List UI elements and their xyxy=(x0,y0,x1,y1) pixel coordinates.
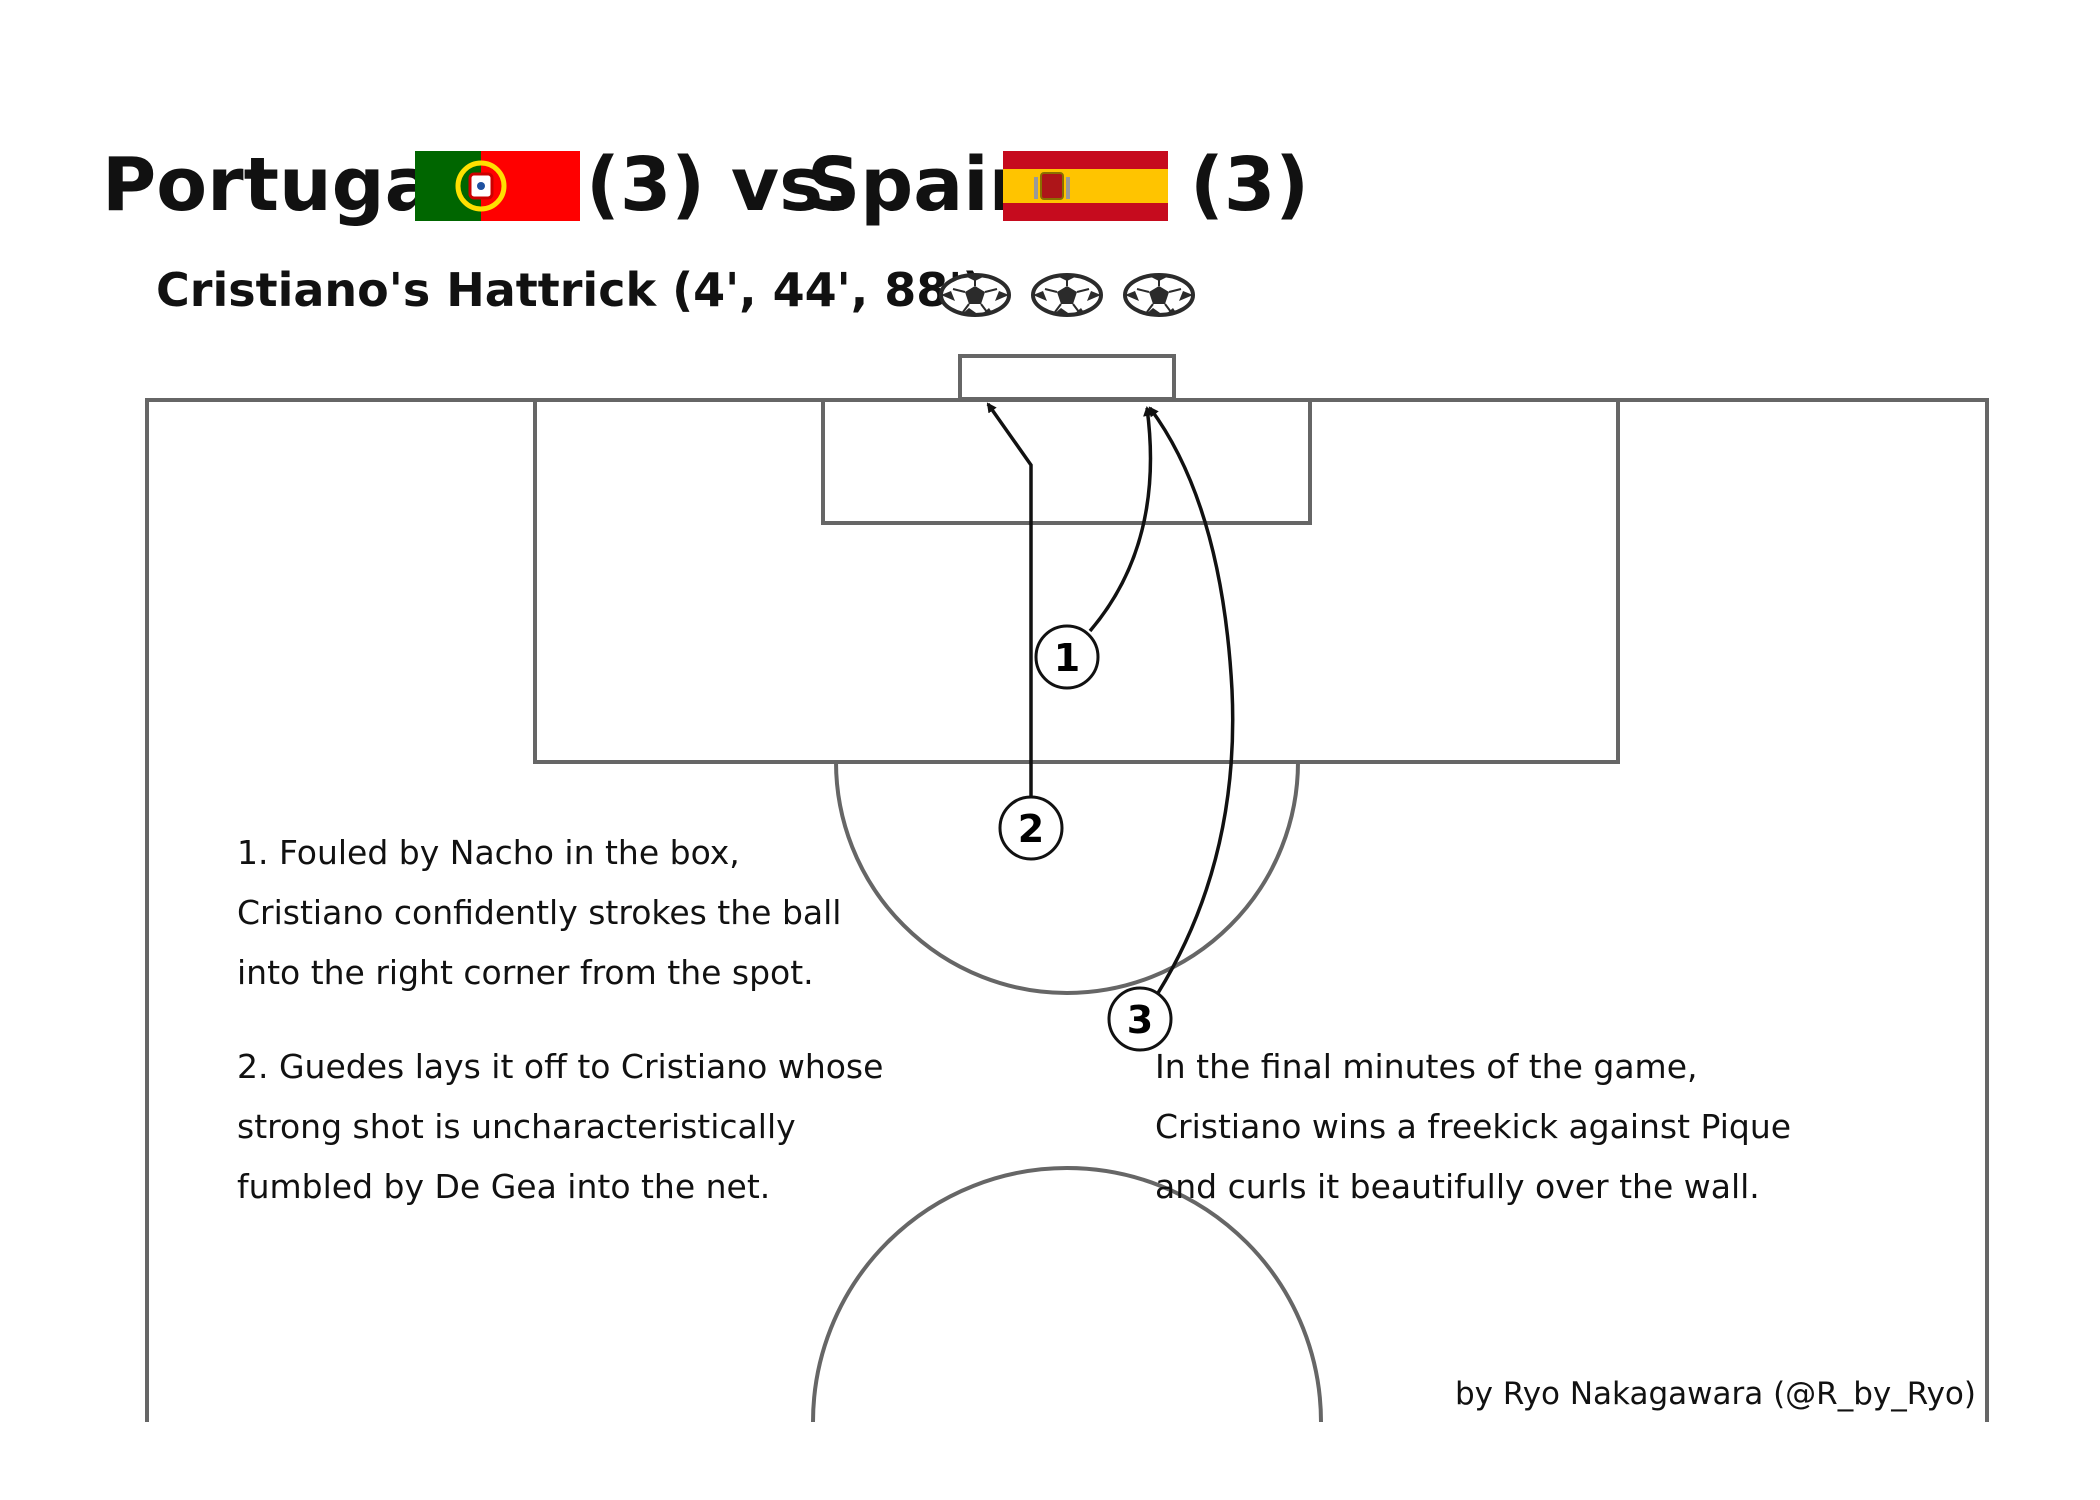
team2-score: (3) xyxy=(1190,142,1310,228)
note-line: and curls it beautifully over the wall. xyxy=(1155,1167,1760,1206)
note-line: 2. Guedes lays it off to Cristiano whose xyxy=(237,1047,884,1086)
six-yard-box xyxy=(821,398,1312,525)
soccer-ball-icon xyxy=(1031,273,1103,317)
goal-marker-3: 3 xyxy=(1107,986,1173,1052)
spain-flag xyxy=(1003,151,1168,221)
goal3-path xyxy=(1148,406,1235,994)
team2-name: Spain xyxy=(807,142,1042,228)
pitch-lines xyxy=(145,354,1989,1423)
portugal-flag xyxy=(415,151,580,221)
note-line: into the right corner from the spot. xyxy=(237,953,814,992)
goal-marker-1: 1 xyxy=(1034,624,1100,690)
note-line: In the final minutes of the game, xyxy=(1155,1047,1698,1086)
credit: by Ryo Nakagawara (@R_by_Ryo) xyxy=(1454,1376,1976,1412)
goal xyxy=(958,354,1176,401)
note-goal2: 2. Guedes lays it off to Cristiano whose… xyxy=(237,1037,883,1217)
goal-marker-label: 3 xyxy=(1127,998,1153,1042)
note-line: Cristiano confidently strokes the ball xyxy=(237,893,842,932)
goal1-path xyxy=(1088,406,1154,633)
subtitle: Cristiano's Hattrick (4', 44', 88') xyxy=(156,263,984,317)
goal-marker-label: 1 xyxy=(1054,636,1080,680)
soccer-ball-icon xyxy=(1123,273,1195,317)
penalty-box xyxy=(533,398,1620,764)
soccer-ball-icon xyxy=(939,273,1011,317)
team1-score: (3) vs. xyxy=(586,142,852,228)
goal-paths xyxy=(986,402,1235,994)
note-goal1: 1. Fouled by Nacho in the box, Cristiano… xyxy=(237,823,841,1003)
note-line: fumbled by De Gea into the net. xyxy=(237,1167,771,1206)
note-line: Cristiano wins a freekick against Pique xyxy=(1155,1107,1792,1146)
goal2-path xyxy=(986,402,1033,799)
goal-marker-2: 2 xyxy=(998,795,1064,861)
goal-marker-label: 2 xyxy=(1018,807,1044,851)
center-circle xyxy=(811,1166,1323,1423)
note-line: strong shot is uncharacteristically xyxy=(237,1107,796,1146)
note-goal3: In the final minutes of the game, Cristi… xyxy=(1155,1037,1791,1217)
penalty-arc xyxy=(834,761,1300,995)
team1-name: Portugal xyxy=(102,142,460,228)
note-line: 1. Fouled by Nacho in the box, xyxy=(237,833,740,872)
